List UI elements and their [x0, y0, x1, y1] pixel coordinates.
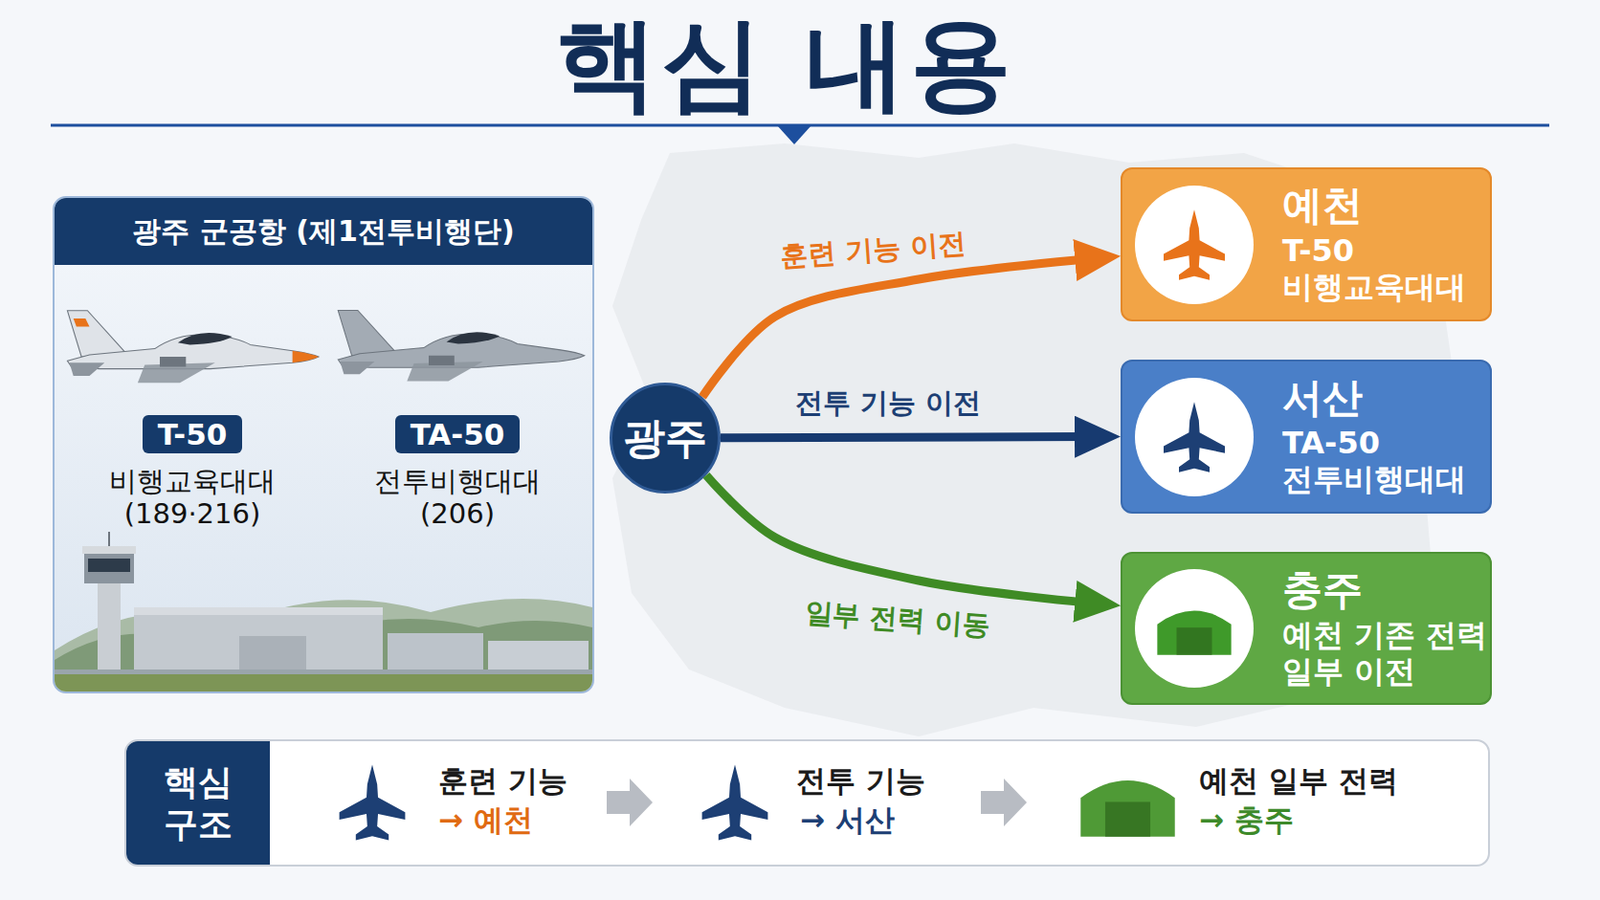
airbase-illustration [54, 532, 593, 692]
step-destination: → 서산 [800, 801, 895, 839]
node-title: 핵심 구조 [126, 741, 270, 866]
node-title: 광주 군공항 (제1전투비행단) [54, 198, 593, 266]
step-arrow [980, 778, 1027, 827]
jet-icon [1163, 209, 1225, 281]
destination-box: 예천T-50 비행교육대대 [1120, 167, 1492, 322]
ta50-illustration [337, 310, 585, 381]
step-label: 훈련 기능 [438, 762, 568, 800]
flow-arrow [706, 475, 1089, 603]
icon-disc [1134, 185, 1254, 305]
diagram-title: 핵심 내용 [0, 1, 1572, 127]
node-title: 예천 [1282, 182, 1490, 229]
node-body: TA-50 전투비행대대 [1282, 424, 1522, 498]
jet-icon [339, 764, 406, 841]
edge-label: 전투 기능 이전 [795, 384, 981, 423]
title-notch [777, 125, 812, 145]
tower-roof [82, 546, 136, 555]
hangar-door [239, 636, 307, 675]
node-body: 비행교육대대 (189·216) [87, 465, 298, 531]
node-title: 서산 [1282, 375, 1490, 422]
building-roof [133, 607, 383, 616]
icon-disc [1134, 377, 1254, 497]
node-body: 예천 기존 전력 일부 이전 [1282, 617, 1522, 690]
tower-antenna [108, 532, 111, 547]
unit-badge: TA-50 전투비행대대 (206) [342, 415, 573, 531]
node-body: T-50 비행교육대대 [1282, 232, 1522, 306]
flow-arrow [720, 437, 1089, 439]
jet-icon [1163, 401, 1225, 473]
edge-label: 일부 전력 이동 [803, 594, 993, 645]
node-title: 광주 [622, 410, 708, 467]
title-rule [50, 124, 1550, 128]
far-hills [54, 599, 593, 675]
node-title: 충주 [1282, 567, 1490, 614]
hangar-icon [1080, 780, 1175, 838]
step-destination: → 충주 [1199, 801, 1294, 839]
grass [54, 674, 593, 692]
step-label: 예천 일부 전력 [1199, 762, 1399, 800]
nose-trim [292, 351, 319, 364]
jet-side-view [337, 310, 585, 381]
main-building [133, 612, 383, 675]
tower-windows [88, 558, 131, 573]
node-title: TA-50 [395, 415, 521, 454]
unit-badge: T-50 비행교육대대 (189·216) [77, 415, 308, 531]
tail-trim [73, 318, 90, 327]
hangar-building [488, 641, 589, 675]
node-title: T-50 [142, 415, 244, 454]
step-destination: → 예천 [438, 801, 534, 839]
flow-arrow [702, 259, 1089, 398]
icon-disc [1134, 569, 1254, 689]
jet-icon [702, 764, 769, 841]
airbase-panel: 광주 군공항 (제1전투비행단) T-50 비행교육대대 (189·216) TA-5… [52, 196, 595, 694]
tower-cab [84, 553, 134, 584]
near-hills [54, 619, 593, 675]
destination-box: 충주예천 기존 전력 일부 이전 [1120, 552, 1492, 706]
t50-illustration [66, 311, 319, 384]
apron [54, 669, 593, 676]
node-body: 전투비행대대 (206) [352, 465, 563, 531]
jet-side-view [66, 311, 319, 384]
destination-box: 서산TA-50 전투비행대대 [1120, 359, 1492, 514]
hub-circle: 광주 [609, 382, 721, 494]
tower-shaft [97, 581, 121, 675]
edge-label: 훈련 기능 이전 [778, 224, 968, 276]
hangar-icon [1156, 611, 1231, 656]
step-arrow [606, 778, 653, 827]
step-label: 전투 기능 [796, 762, 926, 800]
hangar-building [387, 633, 484, 675]
